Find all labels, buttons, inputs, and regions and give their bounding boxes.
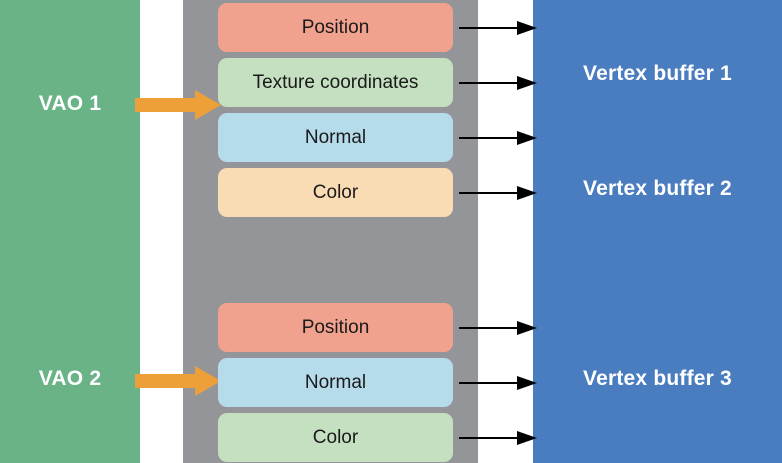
- vertex-buffer-label-2: Vertex buffer 2: [583, 177, 732, 200]
- connector-arrow-position-1: [459, 21, 537, 35]
- arrow-head-icon: [517, 431, 537, 445]
- arrow-shaft: [459, 82, 521, 85]
- arrow-head-icon: [517, 131, 537, 145]
- arrow-head-icon: [517, 21, 537, 35]
- connector-arrow-normal-1: [459, 131, 537, 145]
- vertex-buffer-panel: [533, 0, 782, 463]
- attribute-box-position-1[interactable]: Position: [218, 3, 453, 52]
- orange-arrow-vao1: [135, 90, 221, 120]
- orange-arrow-head: [195, 90, 221, 120]
- arrow-head-icon: [517, 376, 537, 390]
- arrow-shaft: [459, 192, 521, 195]
- attribute-box-normal-2[interactable]: Normal: [218, 358, 453, 407]
- vao-label-2: VAO 2: [38, 367, 102, 390]
- arrow-head-icon: [517, 186, 537, 200]
- connector-arrow-position-2: [459, 321, 537, 335]
- arrow-head-icon: [517, 76, 537, 90]
- orange-arrow-shaft: [135, 98, 197, 112]
- connector-arrow-color-2: [459, 431, 537, 445]
- arrow-shaft: [459, 382, 521, 385]
- orange-arrow-vao2: [135, 366, 221, 396]
- vertex-buffer-label-1: Vertex buffer 1: [583, 62, 732, 85]
- attribute-box-color-2[interactable]: Color: [218, 413, 453, 462]
- attribute-box-texture-coordinates[interactable]: Texture coordinates: [218, 58, 453, 107]
- arrow-head-icon: [517, 321, 537, 335]
- attribute-box-position-2[interactable]: Position: [218, 303, 453, 352]
- attribute-box-color-1[interactable]: Color: [218, 168, 453, 217]
- arrow-shaft: [459, 437, 521, 440]
- vertex-buffer-label-3: Vertex buffer 3: [583, 367, 732, 390]
- arrow-shaft: [459, 137, 521, 140]
- vao-label-1: VAO 1: [38, 92, 102, 115]
- vao-panel: [0, 0, 140, 463]
- connector-arrow-texture-coordinates: [459, 76, 537, 90]
- orange-arrow-head: [195, 366, 221, 396]
- arrow-shaft: [459, 327, 521, 330]
- connector-arrow-color-1: [459, 186, 537, 200]
- attribute-box-normal-1[interactable]: Normal: [218, 113, 453, 162]
- arrow-shaft: [459, 27, 521, 30]
- orange-arrow-shaft: [135, 374, 197, 388]
- connector-arrow-normal-2: [459, 376, 537, 390]
